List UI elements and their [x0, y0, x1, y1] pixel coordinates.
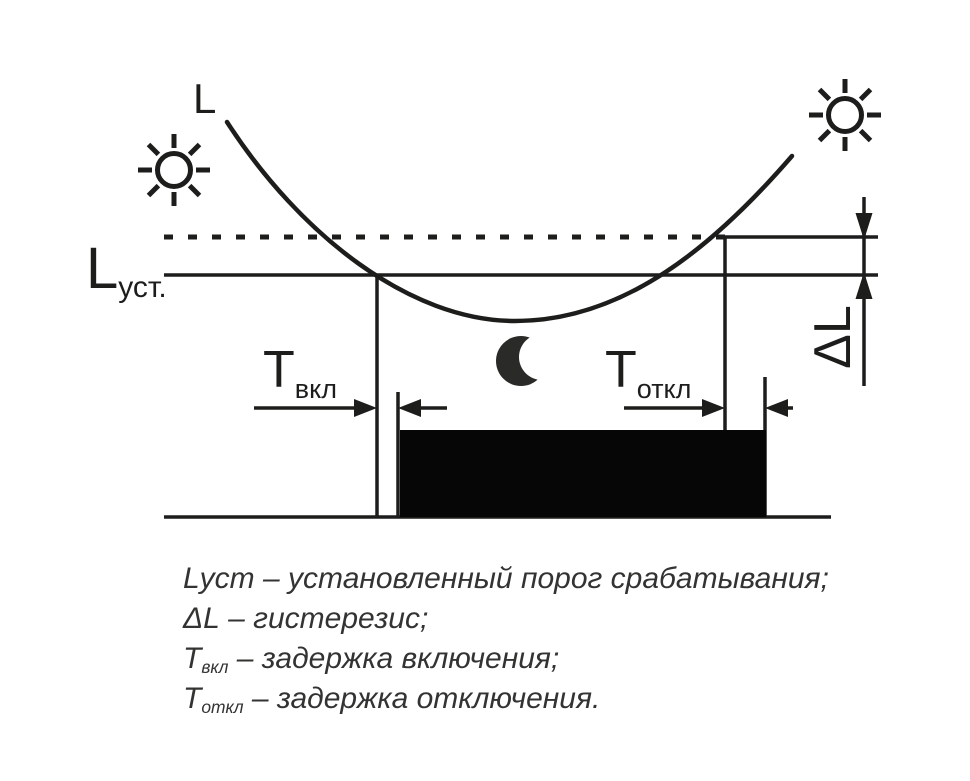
sun-icon: [138, 134, 210, 206]
t-on-dimension: [254, 399, 447, 417]
moon-icon: [496, 334, 565, 386]
t-on-label: Tвкл: [263, 341, 337, 404]
arrow-right-icon: [702, 399, 725, 417]
legend-item-lust: Lуст – установленный порог срабатывания;: [183, 562, 829, 595]
light-curve: [224, 119, 795, 324]
t-off-label: Tоткл: [605, 341, 691, 404]
delta-l-dimension: [855, 197, 873, 386]
t-off-dimension: [624, 399, 793, 417]
arrow-up-icon: [855, 272, 873, 299]
arrow-left-icon: [765, 399, 788, 417]
legend-item-delta-l: ΔL – гистерезис;: [183, 601, 429, 635]
arrow-left-icon: [398, 399, 421, 417]
arrow-right-icon: [354, 399, 377, 417]
threshold-label: Lуст.: [86, 236, 167, 304]
sun-icon: [809, 79, 881, 151]
legend-item-t-on: Tвкл – задержка включения;: [183, 641, 560, 677]
arrow-down-icon: [855, 213, 873, 240]
delta-l-label: ΔL: [804, 305, 862, 369]
curve-label: L: [193, 75, 216, 122]
legend-item-t-off: Tоткл – задержка отключения.: [183, 681, 601, 717]
legend: Lуст – установленный порог срабатывания;…: [183, 563, 829, 722]
relay-on-bar: [400, 430, 766, 517]
